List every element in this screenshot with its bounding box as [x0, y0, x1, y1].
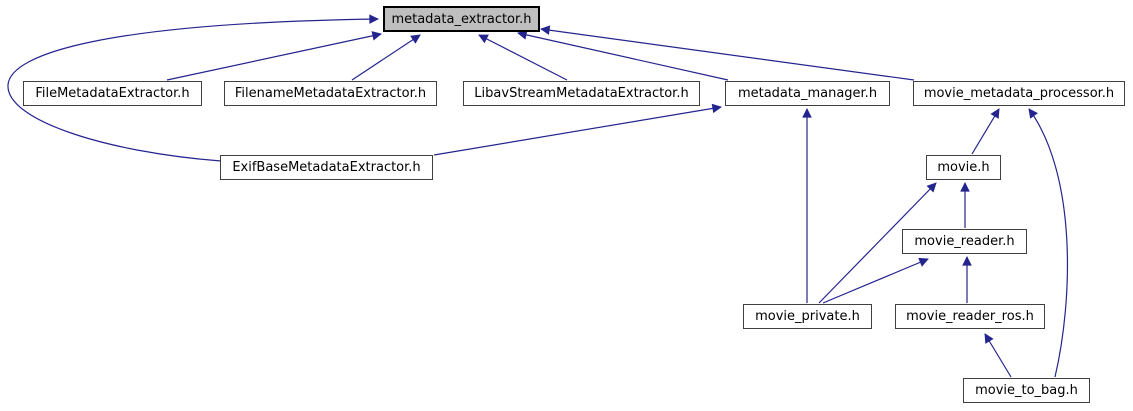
edge-movie_to_bag-to-movie_metadata_processor: [1028, 108, 1069, 378]
node-exif_base_metadata_extractor[interactable]: ExifBaseMetadataExtractor.h: [220, 155, 433, 180]
edge-movie_to_bag-to-movie_reader_ros: [984, 333, 1012, 378]
node-movie_private[interactable]: movie_private.h: [743, 304, 872, 329]
node-label: LibavStreamMetadataExtractor.h: [474, 86, 689, 101]
node-filename_metadata_extractor[interactable]: FilenameMetadataExtractor.h: [224, 81, 437, 106]
node-label: movie_metadata_processor.h: [923, 86, 1115, 101]
node-label: ExifBaseMetadataExtractor.h: [232, 160, 421, 175]
node-movie_to_bag[interactable]: movie_to_bag.h: [963, 378, 1090, 403]
node-metadata_manager[interactable]: metadata_manager.h: [725, 81, 890, 106]
node-movie_reader[interactable]: movie_reader.h: [902, 229, 1027, 254]
edge-metadata_manager-to-metadata_extractor: [517, 30, 729, 81]
node-movie_reader_ros[interactable]: movie_reader_ros.h: [895, 304, 1045, 329]
node-libav_stream_metadata_extractor[interactable]: LibavStreamMetadataExtractor.h: [463, 81, 700, 106]
edge-filename_metadata_extractor-to-metadata_extractor: [351, 34, 421, 81]
edge-movie_private-to-movie: [818, 182, 937, 304]
node-label: movie_reader.h: [914, 234, 1015, 249]
node-label: movie_to_bag.h: [975, 383, 1078, 398]
edges-group: [7, 14, 1069, 378]
edge-exif_base_metadata_extractor-to-metadata_manager: [433, 103, 722, 156]
node-label: FileMetadataExtractor.h: [35, 86, 190, 101]
node-label: movie_private.h: [755, 309, 860, 324]
node-label: metadata_extractor.h: [391, 11, 532, 27]
node-label: movie.h: [937, 160, 990, 175]
node-label: movie_reader_ros.h: [906, 309, 1034, 324]
node-file_metadata_extractor[interactable]: FileMetadataExtractor.h: [23, 81, 202, 106]
node-label: FilenameMetadataExtractor.h: [234, 86, 427, 101]
edge-movie_metadata_processor-to-metadata_extractor: [540, 25, 915, 81]
edge-file_metadata_extractor-to-metadata_extractor: [166, 31, 382, 81]
edge-movie_private-to-movie_reader: [822, 257, 929, 304]
edge-movie-to-movie_metadata_processor: [971, 108, 1000, 155]
node-movie_metadata_processor[interactable]: movie_metadata_processor.h: [913, 81, 1125, 106]
edge-exif_base_metadata_extractor-to-metadata_extractor: [7, 14, 379, 162]
edge-libav_stream_metadata_extractor-to-metadata_extractor: [478, 34, 568, 81]
node-movie[interactable]: movie.h: [926, 155, 1001, 180]
node-metadata_extractor[interactable]: metadata_extractor.h: [383, 6, 540, 32]
node-label: metadata_manager.h: [737, 86, 878, 101]
